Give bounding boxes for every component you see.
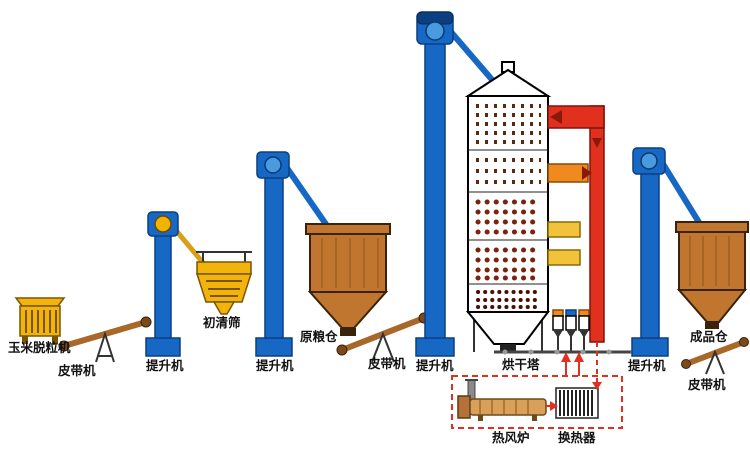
label-elevator-2: 提升机 <box>256 358 294 373</box>
label-raw-grain-bin: 原粮仓 <box>300 329 338 344</box>
pulley <box>640 152 658 170</box>
label-cleaning-sieve: 初清筛 <box>203 315 241 330</box>
hot-blast-stove <box>457 379 547 421</box>
label-elevator-1: 提升机 <box>146 358 184 373</box>
elevator-2 <box>255 151 333 357</box>
heat-exchanger <box>555 387 599 419</box>
belt-conveyor-1 <box>58 316 152 363</box>
label-corn-sheller: 玉米脱粒机 <box>8 340 71 355</box>
hot-air-flow-arrows <box>546 342 602 411</box>
discharge-fans <box>552 309 590 352</box>
label-hot-blast-stove: 热风炉 <box>492 430 530 445</box>
corn-sheller <box>14 297 66 344</box>
flow-arrow-down <box>592 382 602 390</box>
elevator-1 <box>145 211 207 357</box>
elevator-3 <box>415 11 497 357</box>
flow-arrow <box>550 110 562 124</box>
raw-grain-bin <box>305 223 391 336</box>
furnace-box <box>451 375 623 429</box>
drying-tower <box>464 61 552 352</box>
label-heat-exchanger: 换热器 <box>558 430 596 445</box>
flow-arrow-up <box>561 352 571 362</box>
elevator-4 <box>631 147 703 357</box>
pulley <box>264 156 282 174</box>
flow-arrow <box>592 138 602 148</box>
flow-arrow-up <box>574 352 584 362</box>
label-belt-conveyor-1: 皮带机 <box>57 363 96 378</box>
product-bin <box>675 221 749 329</box>
label-elevator-3: 提升机 <box>416 358 454 373</box>
label-product-bin: 成品仓 <box>690 329 728 344</box>
label-elevator-4: 提升机 <box>628 358 666 373</box>
flow-arrow <box>582 166 592 180</box>
cleaning-sieve <box>195 251 253 315</box>
label-belt-conveyor-3: 皮带机 <box>687 377 726 392</box>
label-drying-tower: 烘干塔 <box>502 357 540 372</box>
belt-conveyor-3 <box>681 337 749 375</box>
diagram-labels: 玉米脱粒机 皮带机 提升机 初清筛 提升机 原粮仓 皮带机 提升机 烘干塔 提升… <box>8 315 728 445</box>
pulley <box>425 21 445 41</box>
label-belt-conveyor-2: 皮带机 <box>367 356 406 371</box>
tower-air-channels <box>475 104 544 309</box>
pulley <box>154 215 172 233</box>
hot-air-ducts <box>547 105 605 343</box>
flow-arrow-right <box>550 401 558 411</box>
